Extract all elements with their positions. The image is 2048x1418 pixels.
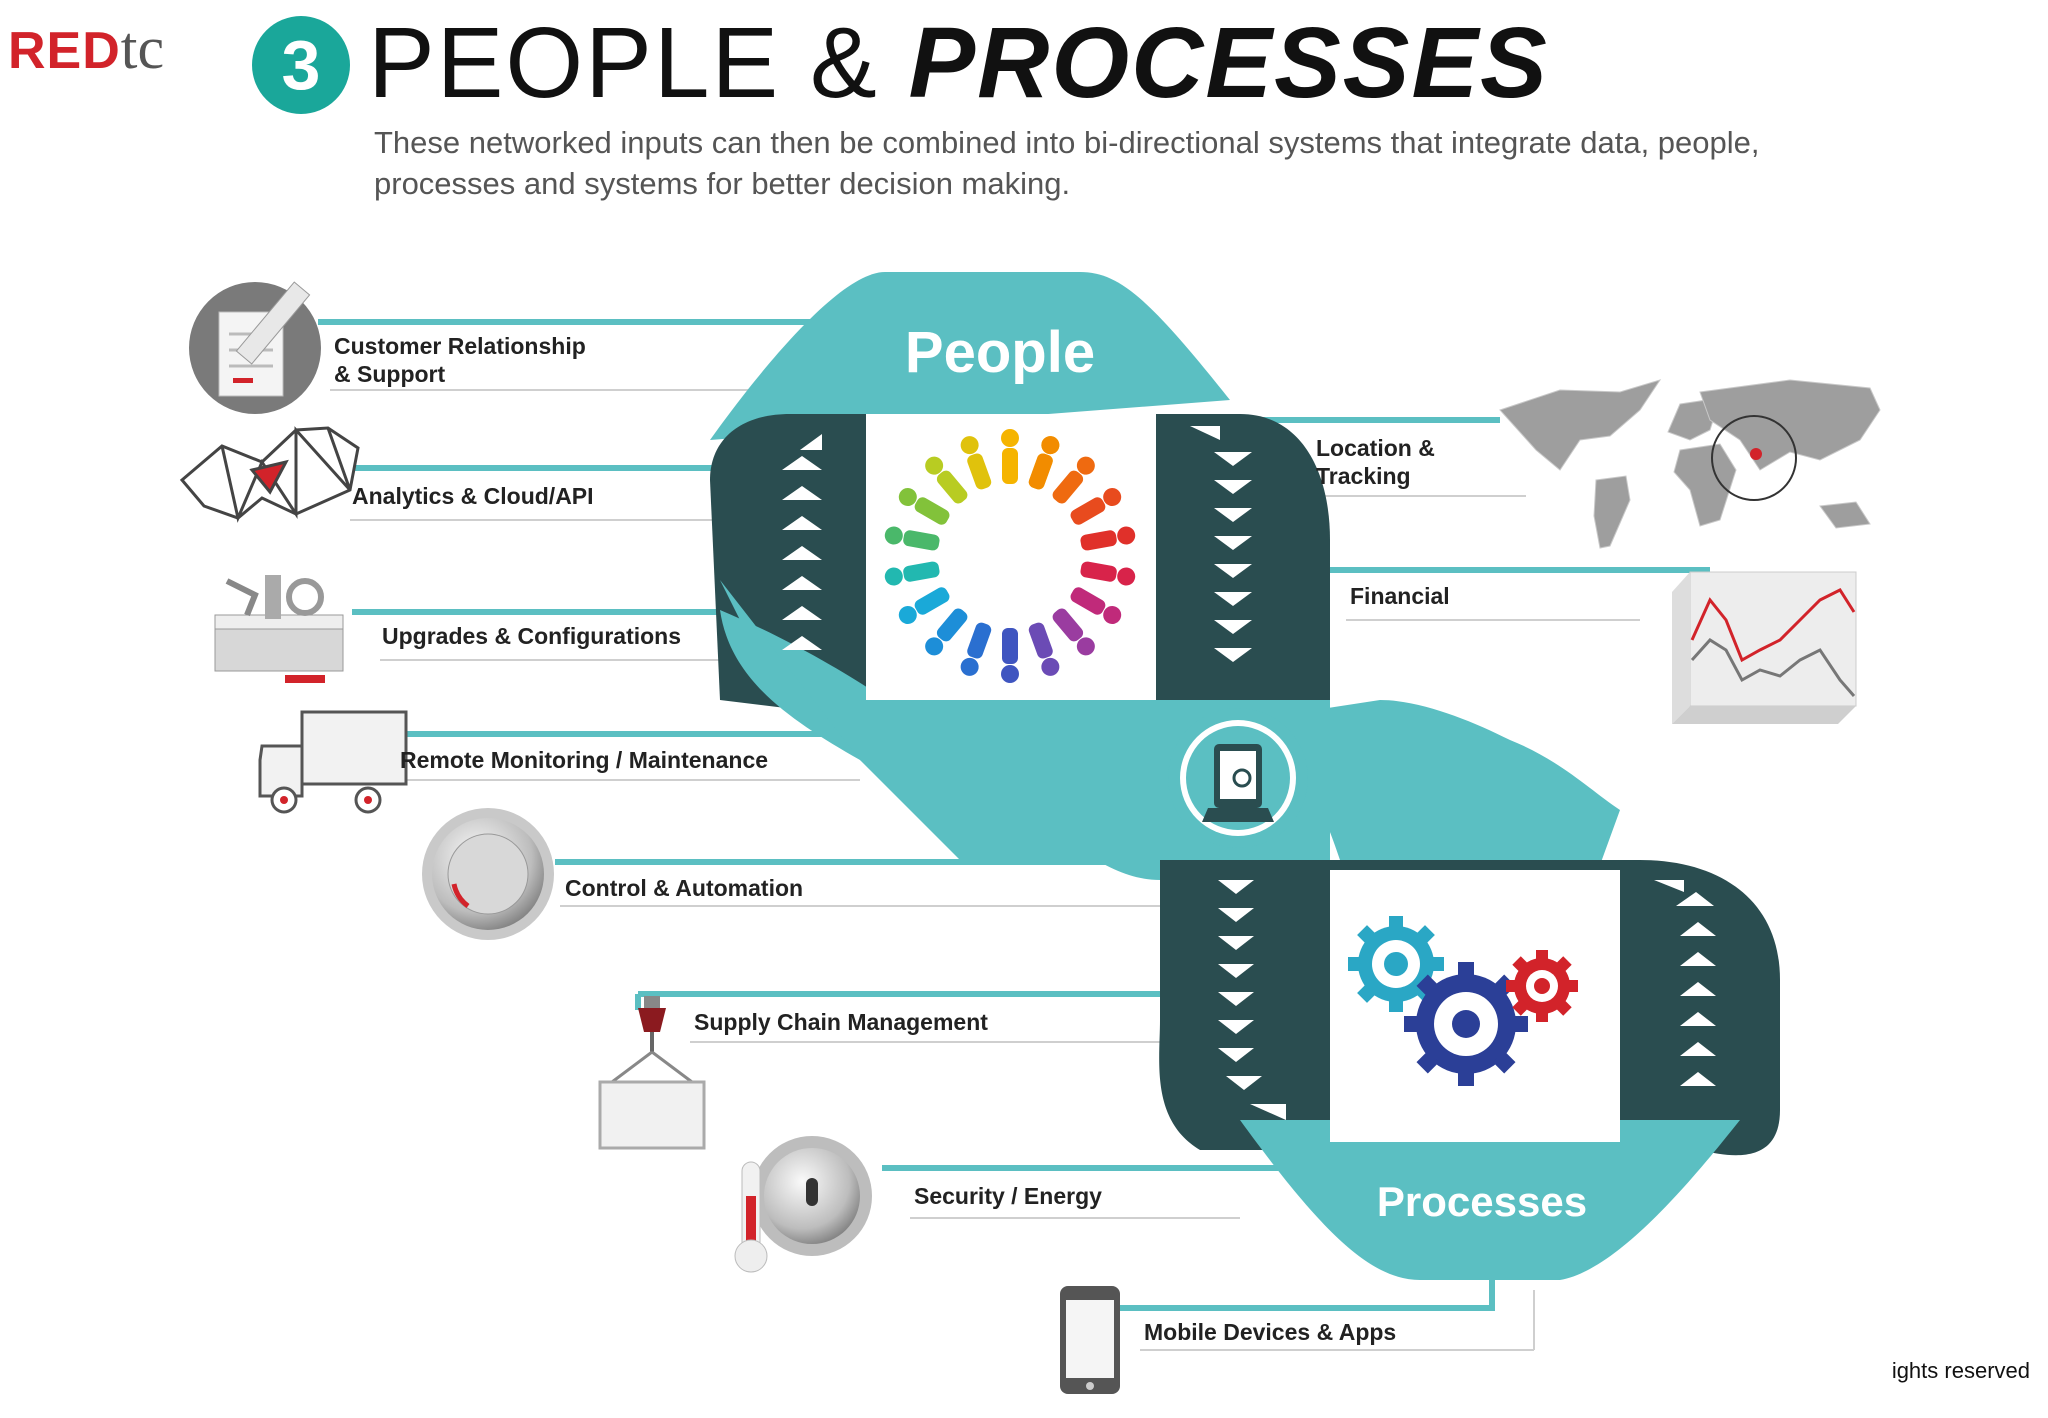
- crane-crate-icon: [598, 996, 706, 1150]
- title-plain: PEOPLE &: [368, 7, 909, 119]
- people-label: People: [905, 320, 1095, 385]
- underline-rules: [330, 389, 1640, 1351]
- label-supply-chain: Supply Chain Management: [694, 1009, 988, 1035]
- title-italic: PROCESSES: [908, 7, 1549, 119]
- customer-relationship-line: Customer Relationship & Support: [334, 333, 586, 387]
- financial-chart-icon: [1672, 571, 1857, 724]
- network-mesh-icon: [179, 426, 360, 523]
- lower-right-arrows: [1654, 880, 1716, 1086]
- label-upgrades-configurations: Upgrades & Configurations: [382, 623, 682, 649]
- location-tracking-line: Location & Tracking: [1316, 435, 1435, 489]
- label-analytics-cloud: Analytics & Cloud/API: [352, 483, 594, 509]
- truck-icon: [258, 710, 408, 814]
- world-map-icon: [1499, 379, 1881, 549]
- footer-rights-text: ights reserved: [1891, 1358, 2030, 1383]
- smartphone-icon: [1060, 1286, 1120, 1394]
- label-control-automation: Control & Automation: [565, 875, 804, 901]
- label-location-tracking: Location & Tracking: [1316, 434, 1435, 490]
- processes-label: Processes: [1377, 1178, 1587, 1225]
- lock-thermometer-icon: [734, 1136, 872, 1273]
- page-subtitle: These networked inputs can then be combi…: [374, 125, 1760, 201]
- connector-lines: [318, 319, 1710, 1311]
- label-remote-monitoring: Remote Monitoring / Maintenance: [400, 747, 769, 773]
- dial-knob-icon: [422, 808, 554, 940]
- page-title: PEOPLE & PROCESSES: [368, 6, 1549, 121]
- brand-logo: REDtc: [8, 14, 168, 84]
- logo-rest-text: tc: [120, 15, 165, 81]
- clipboard-pencil-icon: [189, 281, 321, 414]
- lower-left-arrows: [1218, 880, 1286, 1120]
- tablet-touch-icon: [1168, 708, 1308, 848]
- logo-red-text: RED: [8, 22, 121, 80]
- upper-right-arrows: [1190, 426, 1252, 662]
- people-ribbon-cap: [710, 272, 1230, 440]
- label-security-energy: Security / Energy: [914, 1183, 1102, 1209]
- label-financial: Financial: [1350, 583, 1450, 609]
- upper-left-arrows: [782, 434, 822, 650]
- people-circle-icon: [884, 429, 1136, 683]
- toolbox-icon: [214, 575, 344, 683]
- label-customer-relationship: Customer Relationship & Support: [334, 332, 586, 388]
- label-mobile-devices: Mobile Devices & Apps: [1144, 1319, 1397, 1345]
- step-number-badge: 3: [252, 16, 350, 114]
- processes-ribbon-cap: [1240, 1120, 1740, 1280]
